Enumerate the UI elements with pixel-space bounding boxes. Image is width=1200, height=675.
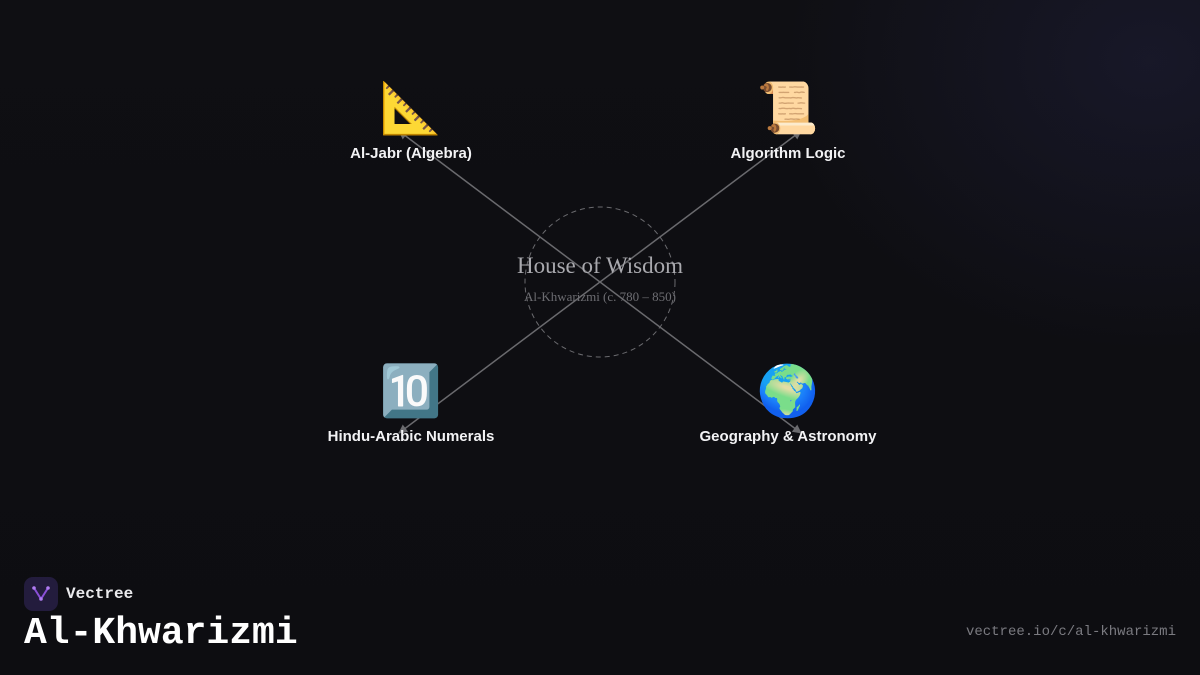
node-label-geography: Geography & Astronomy	[699, 428, 877, 445]
edge-algorithm-numerals	[398, 130, 802, 434]
page-title: Al-Khwarizmi	[24, 612, 298, 655]
node-label-algorithm: Algorithm Logic	[730, 145, 846, 162]
center-hub-title: House of Wisdom	[517, 253, 683, 278]
edges-layer	[398, 130, 802, 434]
node-label-numerals: Hindu-Arabic Numerals	[327, 428, 495, 445]
keycap-ten-icon: 🔟	[379, 362, 443, 420]
center-hub-subtitle: Al-Khwarizmi (c. 780 – 850)	[524, 289, 676, 304]
vectree-logo-icon	[24, 577, 58, 611]
scroll-icon: 📜	[756, 79, 820, 137]
triangular-ruler-icon: 📐	[379, 79, 443, 137]
brand-name: Vectree	[66, 585, 134, 603]
brand: Vectree	[24, 577, 133, 611]
node-label-algebra: Al-Jabr (Algebra)	[350, 145, 472, 162]
center-hub-circle	[524, 206, 676, 358]
page-url: vectree.io/c/al-khwarizmi	[965, 624, 1176, 640]
globe-icon: 🌍	[756, 362, 820, 420]
